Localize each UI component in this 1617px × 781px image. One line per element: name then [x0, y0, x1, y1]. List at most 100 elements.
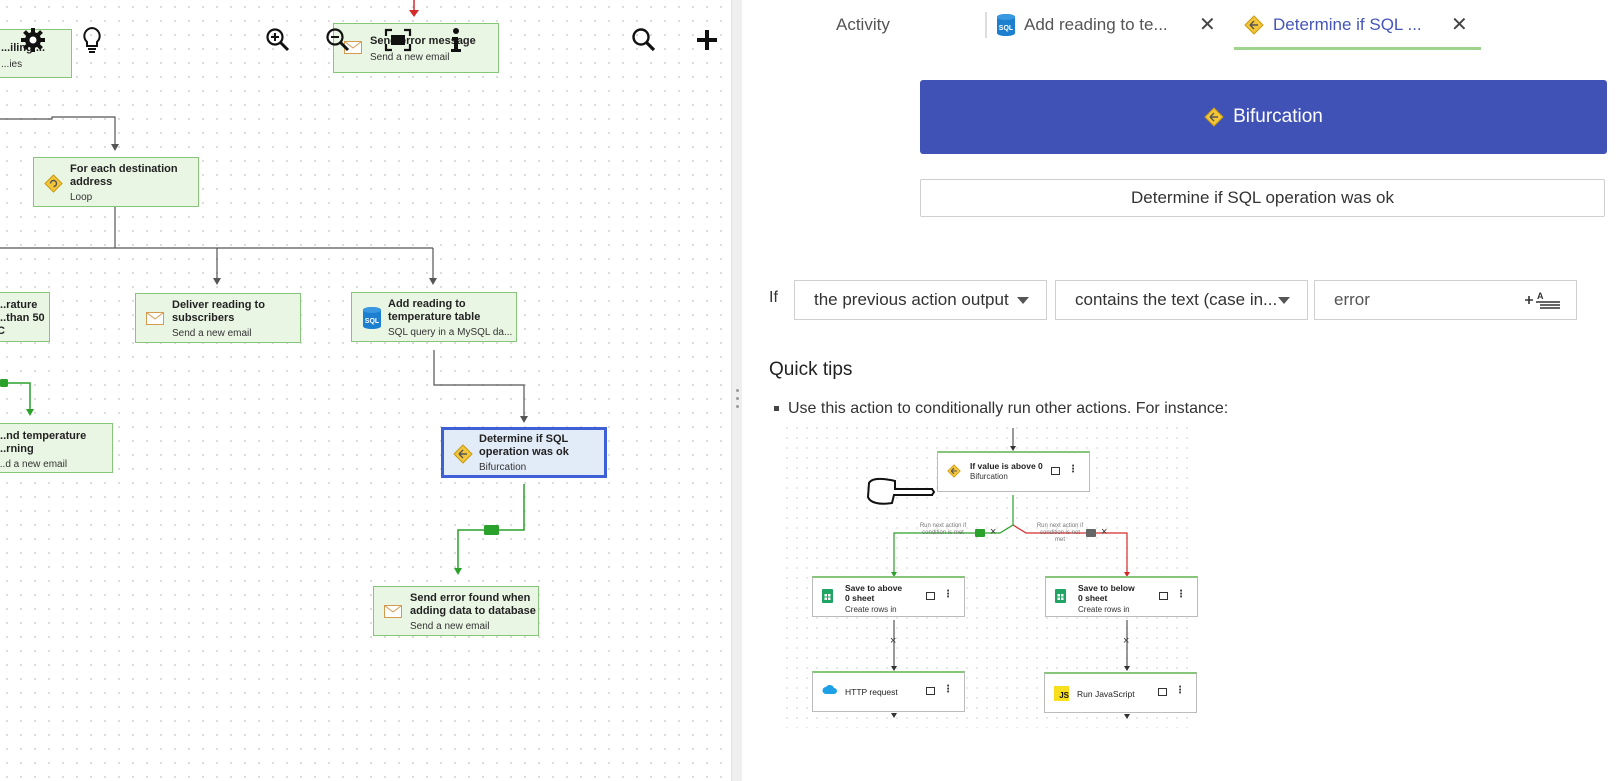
- chevron-down-icon: [1017, 297, 1029, 304]
- quick-tips-title: Quick tips: [769, 359, 853, 380]
- workflow-canvas[interactable]: ...iling ... ...ies Send error message S…: [0, 0, 731, 781]
- condition-subject-select[interactable]: the previous action output: [794, 280, 1047, 320]
- branch-no-label: Run next action if condition is not met: [1036, 523, 1084, 543]
- bifurcation-icon: [1244, 15, 1264, 35]
- node-title: Run JavaScript: [1077, 689, 1135, 699]
- svg-text:SQL: SQL: [365, 318, 380, 325]
- window-icon: [1158, 688, 1167, 696]
- node-subtitle: Send a new email: [172, 328, 252, 339]
- branch-yes-label: Run next action if condition is met: [919, 523, 967, 536]
- close-icon[interactable]: ✕: [1199, 14, 1216, 36]
- window-icon: [1159, 592, 1168, 600]
- node-subtitle: Loop: [70, 192, 93, 203]
- node-determine-sql[interactable]: Determine if SQL operation was ok Bifurc…: [441, 427, 607, 478]
- tab-separator: [985, 12, 987, 38]
- fit-screen-icon[interactable]: [382, 24, 414, 56]
- panel-splitter[interactable]: [731, 0, 743, 781]
- node-title: If value is above 0: [970, 461, 1043, 471]
- node-title: Determine if SQL operation was ok: [479, 433, 569, 458]
- node-deliver-reading[interactable]: Deliver reading to subscribers Send a ne…: [135, 293, 301, 343]
- action-type-header: Bifurcation: [920, 80, 1607, 154]
- action-type-label: Bifurcation: [1233, 106, 1323, 127]
- tab-label: Determine if SQL ...: [1273, 15, 1422, 34]
- example-js-node: JS Run JavaScript ⋮: [1044, 672, 1197, 713]
- chevron-down-icon: [1278, 297, 1290, 304]
- bifurcation-icon: [453, 444, 473, 468]
- condition-operator-select[interactable]: contains the text (case in...: [1055, 280, 1308, 320]
- node-subtitle: Send a new email: [370, 52, 450, 63]
- edge-foreach-branches: [0, 207, 434, 281]
- node-temperature-check[interactable]: ...rature ...than 50 C: [0, 292, 50, 342]
- edge-green-left: [0, 382, 31, 411]
- x-mark: ×: [990, 526, 997, 538]
- email-icon: [384, 605, 402, 622]
- condition-operator-value: contains the text (case in...: [1075, 290, 1278, 309]
- node-subtitle: SQL query in a MySQL da...: [388, 327, 513, 338]
- action-name-field[interactable]: Determine if SQL operation was ok: [920, 179, 1605, 217]
- gear-icon[interactable]: [17, 24, 49, 56]
- cloud-icon: [822, 684, 837, 697]
- x-mark: ×: [890, 635, 897, 647]
- node-subtitle: Send a new email: [410, 621, 490, 632]
- sheet-icon: [822, 589, 833, 605]
- node-title: For each destination address: [70, 163, 178, 188]
- example-save-above-node: Save to above 0 sheet Create rows in ⋮: [812, 576, 965, 617]
- svg-text:A: A: [1537, 291, 1544, 301]
- sql-icon: SQL: [996, 13, 1016, 37]
- node-add-reading[interactable]: SQL Add reading to temperature table SQL…: [351, 292, 517, 342]
- tab-label: Activity: [836, 15, 890, 34]
- more-icon: ⋮: [1176, 589, 1186, 600]
- action-panel: Activity SQL Add reading to te... ✕ Dete…: [742, 0, 1617, 781]
- node-title: ...rature ...than 50 C: [0, 299, 45, 337]
- example-save-below-node: Save to below 0 sheet Create rows in ⋮: [1045, 576, 1198, 617]
- search-icon[interactable]: [628, 24, 660, 56]
- condition-subject-value: the previous action output: [814, 290, 1009, 309]
- more-icon: ⋮: [943, 684, 953, 695]
- example-bifurcation-node: If value is above 0 Bifurcation ⋮: [937, 451, 1090, 492]
- insert-variable-icon[interactable]: A: [1524, 291, 1562, 314]
- more-icon: ⋮: [1175, 685, 1185, 696]
- node-title: HTTP request: [845, 687, 898, 697]
- action-name-value: Determine if SQL operation was ok: [1131, 188, 1394, 207]
- if-label: If: [769, 289, 778, 306]
- tab-activity[interactable]: Activity: [836, 0, 890, 50]
- plus-icon[interactable]: [691, 24, 723, 56]
- edge-add-to-determine: [433, 350, 525, 418]
- sheet-icon: [1055, 589, 1066, 605]
- svg-text:SQL: SQL: [999, 25, 1014, 32]
- workflow-edges: [0, 0, 528, 575]
- node-for-each-destination[interactable]: For each destination address Loop: [33, 157, 199, 207]
- node-send-temperature-warning[interactable]: ...nd temperature ...rning ...d a new em…: [0, 423, 113, 473]
- node-send-error-found[interactable]: Send error found when adding data to dat…: [373, 586, 539, 636]
- node-subtitle: Create rows in: [1078, 605, 1130, 614]
- close-icon[interactable]: ✕: [1451, 14, 1468, 36]
- tab-add-reading[interactable]: SQL Add reading to te... ✕: [996, 0, 1221, 50]
- node-title: Send error found when adding data to dat…: [410, 592, 536, 617]
- zoom-in-icon[interactable]: [262, 24, 294, 56]
- node-title: Save to above 0 sheet: [845, 583, 903, 603]
- more-icon: ⋮: [1068, 464, 1078, 475]
- node-subtitle: Bifurcation: [479, 462, 527, 473]
- lightbulb-icon[interactable]: [76, 24, 108, 56]
- node-title: Add reading to temperature table: [388, 298, 481, 323]
- edge-to-foreach: [0, 116, 116, 147]
- loop-icon: [44, 174, 63, 197]
- email-icon: [146, 312, 164, 329]
- node-subtitle: Create rows in: [845, 605, 897, 614]
- node-title: Save to below 0 sheet: [1078, 583, 1135, 603]
- active-tab-indicator: [1234, 47, 1481, 50]
- quick-tip-text: Use this action to conditionally run oth…: [788, 400, 1229, 417]
- node-subtitle: ...ies: [1, 59, 23, 70]
- node-send-error-message[interactable]: Send error message Send a new email: [333, 23, 499, 73]
- node-subtitle: ...d a new email: [0, 459, 68, 470]
- condition-value-input[interactable]: error A: [1314, 280, 1577, 320]
- info-icon[interactable]: [440, 24, 472, 56]
- node-title: Deliver reading to subscribers: [172, 299, 265, 324]
- tab-determine-sql[interactable]: Determine if SQL ... ✕: [1244, 0, 1474, 50]
- window-icon: [926, 592, 935, 600]
- quick-tips-example: Run next action if condition is met Run …: [782, 423, 1198, 728]
- sql-icon: SQL: [362, 306, 382, 334]
- bifurcation-icon: [1204, 107, 1224, 127]
- x-mark: ×: [1101, 526, 1108, 538]
- zoom-out-icon[interactable]: [322, 24, 354, 56]
